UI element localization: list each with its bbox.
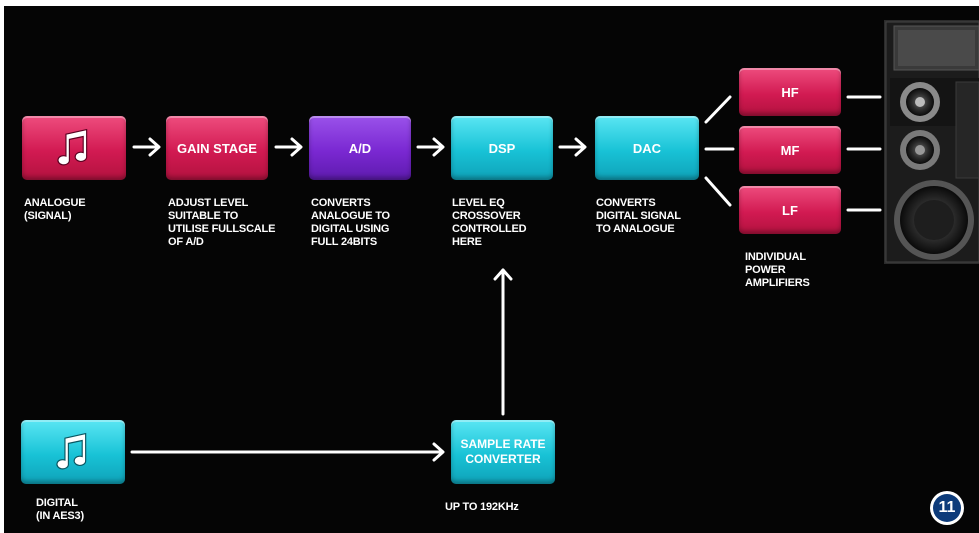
gain-stage-label: GAIN STAGE <box>177 140 257 156</box>
music-note-icon <box>57 128 88 166</box>
dac-caption: CONVERTS DIGITAL SIGNAL TO ANALOGUE <box>596 197 681 235</box>
dsp-label: DSP <box>488 140 516 156</box>
mf-amplifier-box: MF <box>739 126 841 174</box>
mf-label: MF <box>780 142 800 158</box>
dsp-caption: LEVEL EQ CROSSOVER CONTROLLED HERE <box>452 197 527 248</box>
page-number-badge: 11 <box>930 491 964 525</box>
digital-source-box <box>21 420 125 484</box>
flow-arrows <box>130 95 882 462</box>
arrow-dsp-to-dac <box>558 137 587 157</box>
lf-amplifier-box: LF <box>739 186 841 234</box>
digital-caption: DIGITAL (IN AES3) <box>36 497 84 522</box>
ad-label: A/D <box>348 140 372 156</box>
arrow-gain-to-ad <box>274 137 303 157</box>
dsp-box: DSP <box>451 116 553 180</box>
arrow-src-to-dsp <box>493 268 513 416</box>
hf-amplifier-box: HF <box>739 68 841 116</box>
amplifiers-caption: INDIVIDUAL POWER AMPLIFIERS <box>745 251 810 289</box>
page-number: 11 <box>938 499 956 516</box>
speaker-cabinet <box>884 20 979 264</box>
analogue-caption: ANALOGUE (SIGNAL) <box>24 197 86 222</box>
arrow-ad-to-dsp <box>416 137 445 157</box>
gain-stage-box: GAIN STAGE <box>166 116 268 180</box>
fan-out-to-amps <box>704 95 735 207</box>
slide: GAIN STAGE A/D DSP DAC HF MF LF <box>4 6 979 533</box>
dac-box: DAC <box>595 116 699 180</box>
ad-converter-box: A/D <box>309 116 411 180</box>
gain-stage-caption: ADJUST LEVEL SUITABLE TO UTILISE FULLSCA… <box>168 197 276 248</box>
hf-label: HF <box>781 84 799 100</box>
dac-label: DAC <box>632 140 662 156</box>
arrow-digital-to-src <box>130 442 445 462</box>
music-note-icon <box>56 432 87 470</box>
src-label: SAMPLE RATE CONVERTER <box>460 437 546 466</box>
src-caption: UP TO 192KHz <box>445 501 519 513</box>
sample-rate-converter-box: SAMPLE RATE CONVERTER <box>451 420 555 484</box>
amp-to-speaker-lines <box>846 95 882 212</box>
lf-label: LF <box>782 202 798 218</box>
arrow-analogue-to-gain <box>132 137 161 157</box>
ad-caption: CONVERTS ANALOGUE TO DIGITAL USING FULL … <box>311 197 390 248</box>
analogue-source-box <box>22 116 126 180</box>
